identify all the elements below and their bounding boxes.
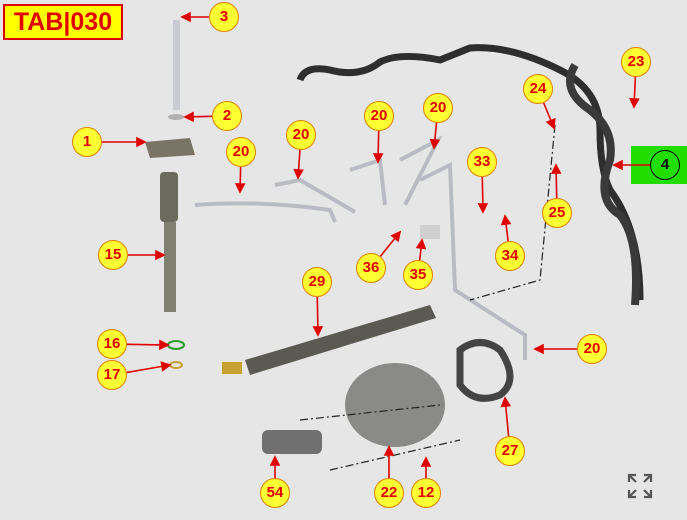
arrowhead (155, 249, 166, 261)
leader-line (379, 236, 397, 257)
arrowhead (415, 238, 427, 250)
leader-line (126, 365, 165, 374)
bolt-3 (173, 20, 180, 110)
arrowhead (269, 455, 281, 466)
leader-line (504, 403, 510, 437)
washer-17 (169, 361, 183, 369)
arrowhead (383, 445, 395, 456)
callout-27[interactable]: 27 (495, 436, 525, 466)
callout-35[interactable]: 35 (403, 260, 433, 290)
callout-34[interactable]: 34 (495, 241, 525, 271)
arrowhead (500, 214, 512, 226)
arrowhead (180, 11, 191, 23)
leader-line (377, 130, 380, 157)
callout-4[interactable]: 4 (650, 150, 680, 180)
leader-line (316, 296, 319, 330)
arrowhead (136, 136, 147, 148)
callout-54[interactable]: 54 (260, 478, 290, 508)
arrowhead (550, 163, 562, 174)
leader-line (504, 221, 509, 242)
arrowhead (159, 339, 170, 351)
arrowhead (372, 153, 384, 164)
callout-1[interactable]: 1 (72, 127, 102, 157)
high-pressure-pump (345, 363, 445, 447)
arrowhead (533, 343, 544, 355)
rail-sensor (222, 362, 242, 374)
leader-line (126, 343, 163, 346)
block-35 (420, 225, 440, 239)
arrowhead (629, 97, 640, 109)
arrowhead (420, 456, 432, 467)
injector-body (160, 172, 178, 222)
arrowhead (429, 138, 441, 150)
callout-20[interactable]: 20 (364, 101, 394, 131)
gasket-27 (456, 339, 514, 402)
valve-54 (262, 430, 322, 454)
leader-line (190, 115, 213, 118)
fuel-return-hose (296, 44, 644, 301)
fuel-rail (245, 305, 436, 375)
callout-20[interactable]: 20 (423, 93, 453, 123)
arrowhead (293, 168, 304, 180)
callout-3[interactable]: 3 (209, 2, 239, 32)
callout-29[interactable]: 29 (302, 267, 332, 297)
callout-20[interactable]: 20 (286, 120, 316, 150)
leader-line (481, 176, 484, 207)
leader-line (297, 149, 301, 173)
clamp-1 (145, 138, 195, 158)
callout-17[interactable]: 17 (97, 360, 127, 390)
callout-2[interactable]: 2 (212, 101, 242, 131)
callout-20[interactable]: 20 (577, 334, 607, 364)
leader-line (555, 170, 558, 199)
callout-24[interactable]: 24 (523, 74, 553, 104)
arrowhead (612, 159, 623, 171)
expand-icon[interactable] (627, 473, 653, 499)
callout-16[interactable]: 16 (97, 329, 127, 359)
arrowhead (234, 183, 246, 194)
callout-22[interactable]: 22 (374, 478, 404, 508)
arrowhead (500, 396, 512, 408)
callout-33[interactable]: 33 (467, 147, 497, 177)
leader-line (433, 122, 438, 143)
arrowhead (545, 117, 556, 130)
callout-25[interactable]: 25 (542, 198, 572, 228)
arrowhead (477, 203, 489, 214)
arrowhead (312, 326, 324, 337)
leader-line (542, 102, 553, 123)
callout-36[interactable]: 36 (356, 253, 386, 283)
arrowhead (183, 111, 194, 123)
diagram-title: TAB|030 (3, 4, 123, 40)
callout-23[interactable]: 23 (621, 47, 651, 77)
arrowhead (160, 361, 172, 372)
o-ring-16 (167, 340, 185, 350)
arrowhead (390, 230, 402, 243)
injector-nozzle (164, 222, 176, 312)
callout-12[interactable]: 12 (411, 478, 441, 508)
fuel-hose-loop (566, 62, 640, 306)
washer-2 (168, 114, 184, 120)
callout-20[interactable]: 20 (226, 137, 256, 167)
callout-15[interactable]: 15 (98, 240, 128, 270)
leader-line (633, 76, 637, 102)
